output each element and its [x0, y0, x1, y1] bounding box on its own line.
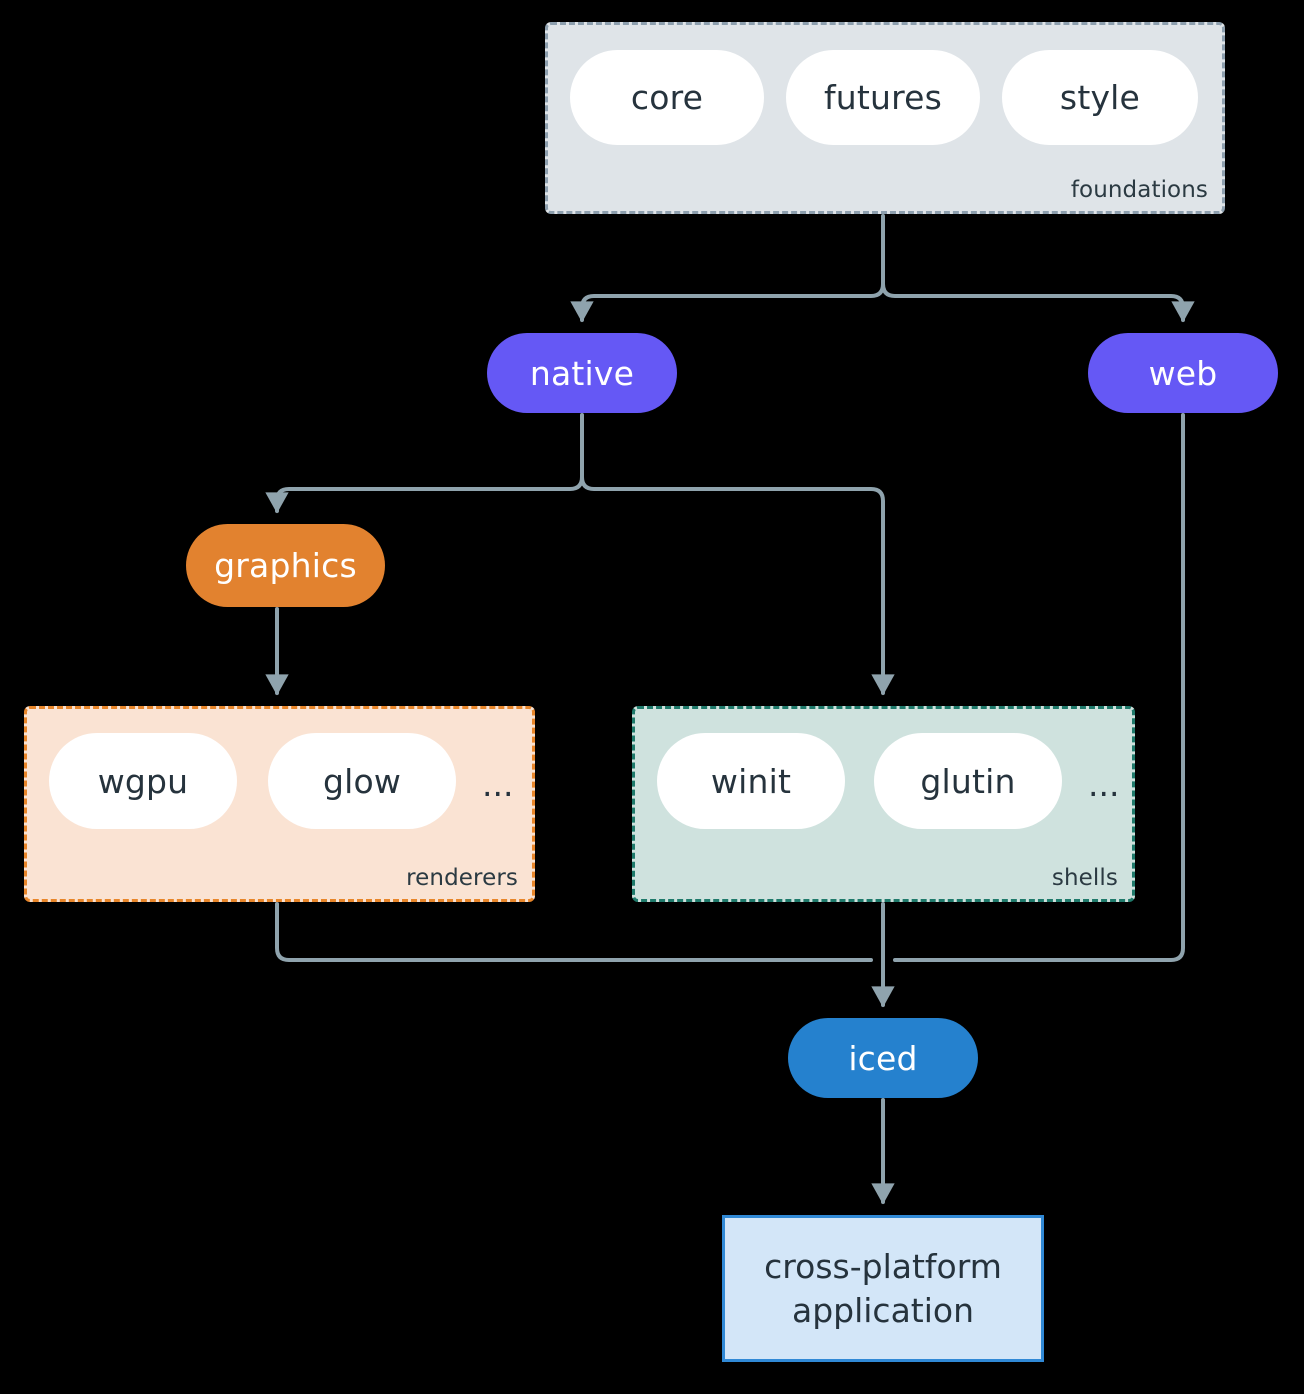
- pill-glutin[interactable]: glutin: [874, 733, 1062, 829]
- edge-foundations-to-native: [570, 282, 885, 323]
- pill-futures[interactable]: futures: [786, 50, 980, 145]
- pill-glutin-label: glutin: [920, 761, 1016, 801]
- node-iced[interactable]: iced: [788, 1018, 978, 1098]
- edge-renderers-to-iced: [275, 902, 873, 962]
- node-native-label: native: [529, 353, 635, 393]
- node-graphics[interactable]: graphics: [186, 524, 385, 607]
- group-label-foundations: foundations: [1070, 177, 1208, 203]
- group-label-shells: shells: [1051, 865, 1118, 891]
- pill-style-label: style: [1059, 78, 1141, 117]
- node-app-label-line1: cross-platform: [764, 1246, 1002, 1286]
- pill-core[interactable]: core: [570, 50, 764, 145]
- pill-wgpu-label: wgpu: [97, 761, 189, 801]
- pill-glow[interactable]: glow: [268, 733, 456, 829]
- pill-winit[interactable]: winit: [657, 733, 845, 829]
- node-cross-platform-application[interactable]: cross-platform application: [722, 1215, 1044, 1362]
- pill-winit-label: winit: [710, 761, 792, 801]
- renderers-more-ellipsis: ...: [482, 765, 514, 804]
- node-web-label: web: [1148, 353, 1218, 393]
- pill-futures-label: futures: [823, 78, 943, 117]
- edge-native-to-shells: [580, 475, 895, 696]
- pill-style[interactable]: style: [1002, 50, 1198, 145]
- node-web[interactable]: web: [1088, 333, 1278, 413]
- pill-wgpu[interactable]: wgpu: [49, 733, 237, 829]
- edge-foundations-to-web: [881, 282, 1195, 323]
- node-graphics-label: graphics: [214, 546, 357, 585]
- group-label-renderers: renderers: [406, 865, 518, 891]
- edge-native-to-graphics: [265, 475, 584, 514]
- node-iced-label: iced: [848, 1038, 918, 1078]
- pill-glow-label: glow: [322, 761, 402, 801]
- pill-core-label: core: [630, 78, 704, 117]
- node-native[interactable]: native: [487, 333, 677, 413]
- shells-more-ellipsis: ...: [1088, 765, 1120, 804]
- node-app-label-line2: application: [791, 1290, 975, 1330]
